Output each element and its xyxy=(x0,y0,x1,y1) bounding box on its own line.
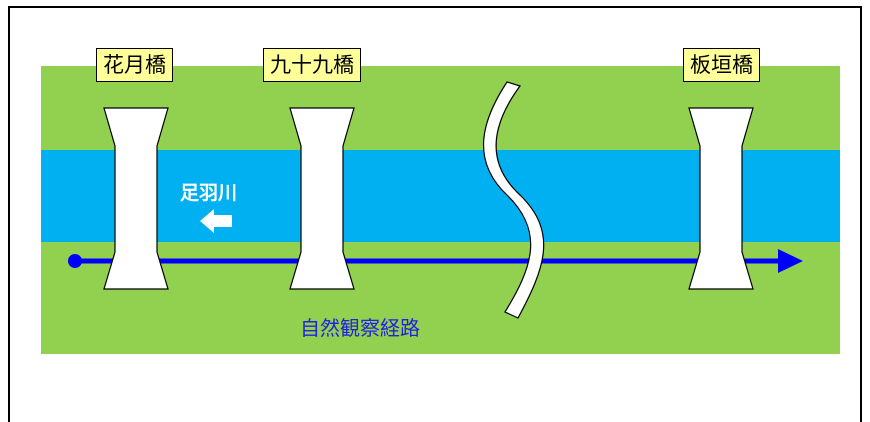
bridge-itagaki xyxy=(688,107,754,290)
bridge-label-kagetsu: 花月橋 xyxy=(96,48,173,82)
wavy-break-line xyxy=(483,81,545,319)
route-arrowhead-icon xyxy=(778,249,803,273)
outer-frame xyxy=(8,6,862,422)
route-start-dot xyxy=(68,254,82,268)
river-name: 足羽川 xyxy=(180,182,238,204)
route-label: 自然観察経路 xyxy=(300,316,420,340)
bridge-label-tsukumo: 九十九橋 xyxy=(263,48,361,82)
bridge-kagetsu xyxy=(103,107,169,290)
bridge-tsukumo xyxy=(289,107,355,290)
bridge-label-itagaki: 板垣橋 xyxy=(683,48,760,82)
left-arrow-icon xyxy=(200,209,232,233)
